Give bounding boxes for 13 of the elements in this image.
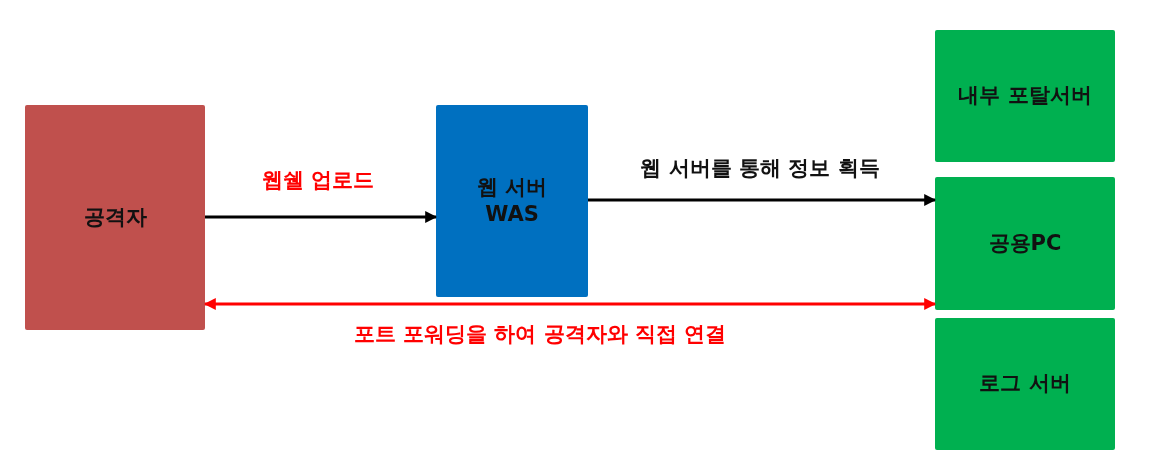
arrow [205, 211, 438, 223]
process-box [935, 177, 1115, 310]
node-label: 웹 서버 WAS [475, 173, 549, 228]
node-label: 내부 포탈서버 [958, 82, 1092, 110]
process-box [25, 105, 205, 330]
process-box [935, 318, 1115, 450]
node-label: 공격자 [83, 203, 147, 231]
node-label: 공용PC [988, 229, 1062, 257]
node-label: 로그 서버 [979, 370, 1071, 398]
process-box [935, 30, 1115, 162]
process-box [436, 105, 588, 297]
arrow [588, 194, 937, 206]
arrow [203, 298, 937, 310]
